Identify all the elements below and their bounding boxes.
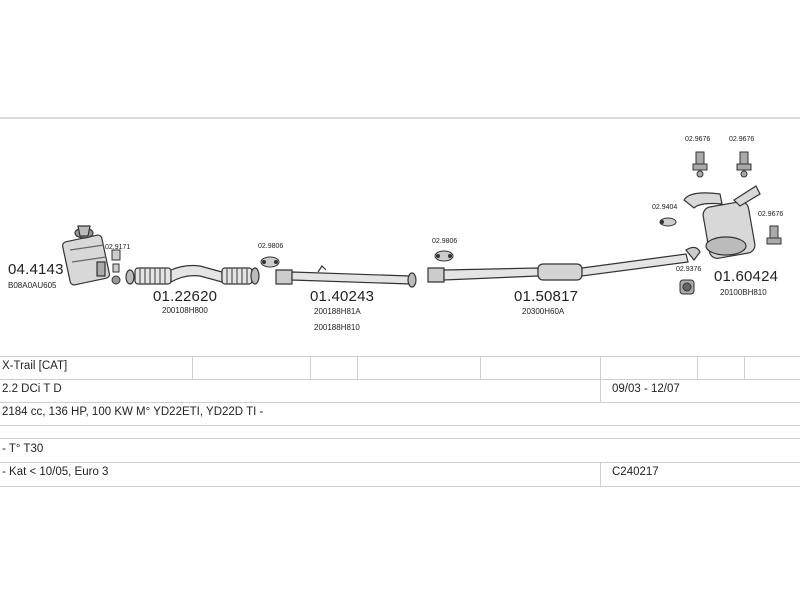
part-number-rear-silencer: 01.60424 xyxy=(714,268,779,285)
rubber-mount-fitting-1 xyxy=(692,151,708,178)
rubber-mount-fitting-2 xyxy=(736,151,752,178)
part-code-front-pipe: 200108H800 xyxy=(162,306,208,315)
fitting-label-4: 02.9404 xyxy=(652,204,678,211)
fitting-label-6: 02.9676 xyxy=(685,136,711,143)
gasket-fitting-1 xyxy=(260,256,280,268)
rubber-hanger-fitting xyxy=(679,279,695,295)
rear-silencer-part xyxy=(683,185,761,259)
fitting-label-7: 02.9676 xyxy=(729,136,755,143)
part-number-intermediate-pipe: 01.40243 xyxy=(310,288,375,305)
fitting-label-5: 02.9376 xyxy=(676,266,702,273)
part-code-rear-silencer: 20100BH810 xyxy=(720,288,767,297)
clamp-fitting-1 xyxy=(111,249,121,285)
part-code-intermediate-1: 200188H81A xyxy=(314,307,361,316)
table-type: - T° T30 xyxy=(2,443,44,455)
table-engine: 2.2 DCi T D xyxy=(2,383,62,395)
table-dates: 09/03 - 12/07 xyxy=(612,383,680,395)
catalytic-converter-part xyxy=(62,225,110,286)
fitting-label-3: 02.9806 xyxy=(432,238,458,245)
table-ref: C240217 xyxy=(612,466,659,478)
fitting-label-1: 02.9171 xyxy=(105,244,131,251)
front-pipe-part xyxy=(125,264,260,285)
intermediate-pipe-part xyxy=(275,265,417,288)
part-number-front-pipe: 01.22620 xyxy=(153,288,218,305)
part-code-intermediate-2: 200188H810 xyxy=(314,323,360,332)
part-number-middle-silencer: 01.50817 xyxy=(514,288,579,305)
gasket-fitting-2 xyxy=(434,250,454,262)
clamp-fitting-2 xyxy=(659,217,677,227)
table-emission: - Kat < 10/05, Euro 3 xyxy=(2,466,109,478)
part-code-middle-silencer: 20300H60A xyxy=(522,307,565,316)
part-number-catalyst: 04.4143 xyxy=(8,261,64,278)
table-spec: 2184 cc, 136 HP, 100 KW M° YD22ETI, YD22… xyxy=(2,406,264,418)
part-code-catalyst: B08A0AU605 xyxy=(8,281,57,290)
middle-silencer-part xyxy=(427,246,701,283)
rubber-mount-fitting-3 xyxy=(766,225,782,245)
fitting-label-8: 02.9676 xyxy=(758,211,784,218)
table-model: X-Trail [CAT] xyxy=(2,360,68,372)
fitting-label-2: 02.9806 xyxy=(258,243,284,250)
